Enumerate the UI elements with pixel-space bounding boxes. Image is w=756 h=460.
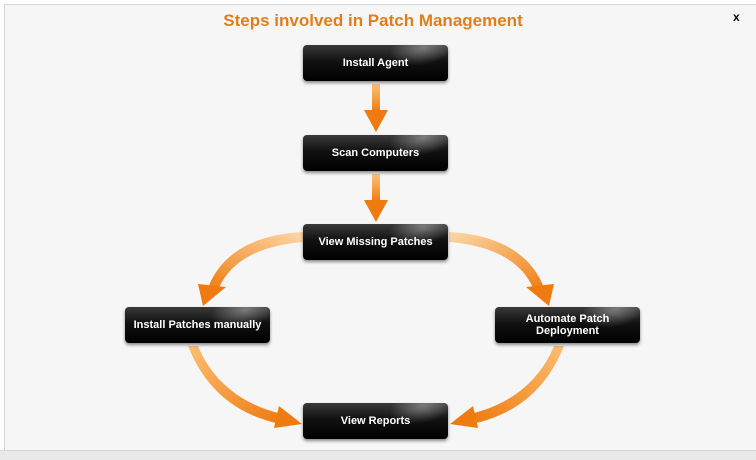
step-label: Install Agent bbox=[342, 57, 409, 69]
step-automate-patch-deployment[interactable]: Automate Patch Deployment bbox=[495, 307, 640, 343]
step-label: Automate Patch Deployment bbox=[525, 313, 610, 337]
arrow-view-missing-to-manual bbox=[198, 232, 303, 306]
step-label: View Reports bbox=[340, 415, 411, 427]
step-view-missing-patches[interactable]: View Missing Patches bbox=[303, 224, 448, 260]
step-install-patches-manually[interactable]: Install Patches manually bbox=[125, 307, 270, 343]
arrow-view-missing-to-automate bbox=[449, 232, 554, 306]
arrow-manual-to-reports bbox=[188, 346, 302, 428]
step-view-reports[interactable]: View Reports bbox=[303, 403, 448, 439]
arrow-install-to-scan bbox=[364, 84, 388, 132]
close-button[interactable]: x bbox=[733, 10, 740, 24]
step-label: Scan Computers bbox=[331, 147, 420, 159]
step-install-agent[interactable]: Install Agent bbox=[303, 45, 448, 81]
arrow-automate-to-reports bbox=[450, 346, 564, 428]
page-title: Steps involved in Patch Management bbox=[223, 11, 523, 30]
step-label: Install Patches manually bbox=[133, 319, 262, 331]
step-label: View Missing Patches bbox=[318, 236, 433, 248]
arrow-scan-to-view-missing bbox=[364, 174, 388, 222]
bottom-bar bbox=[0, 450, 756, 460]
step-scan-computers[interactable]: Scan Computers bbox=[303, 135, 448, 171]
